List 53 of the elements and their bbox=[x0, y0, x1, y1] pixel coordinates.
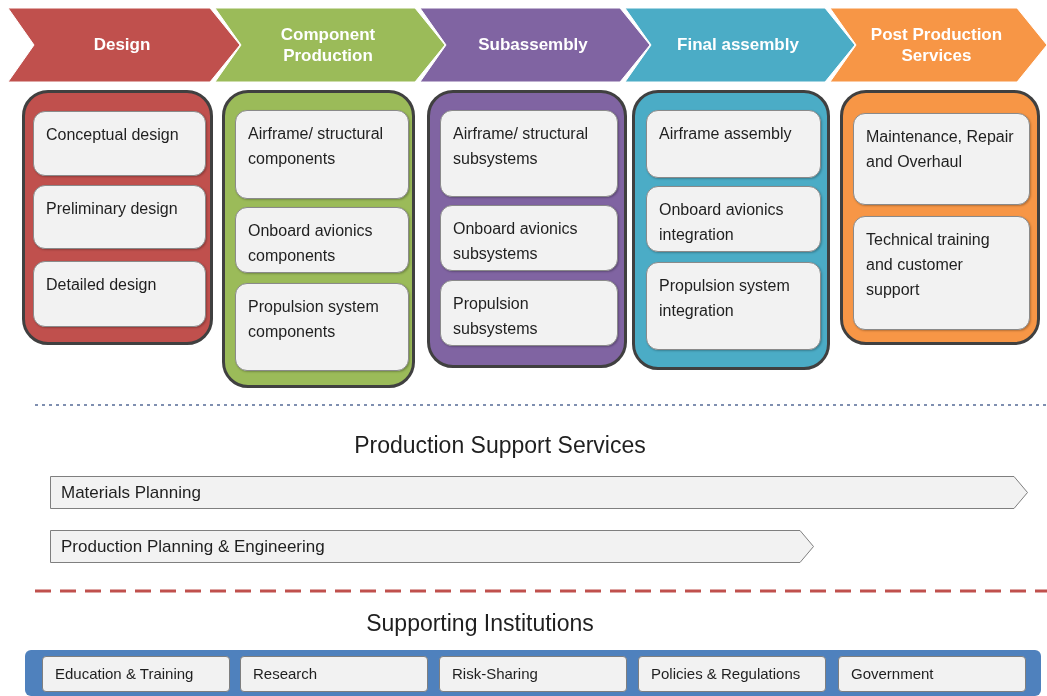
step-box bbox=[33, 111, 206, 176]
institution-box bbox=[838, 656, 1026, 692]
node-text: Post Production Services bbox=[869, 23, 1004, 67]
node-text: Airframe assembly bbox=[659, 125, 792, 142]
step-box bbox=[235, 110, 409, 199]
node-text: Final assembly bbox=[677, 34, 799, 56]
step-box bbox=[440, 280, 618, 346]
step-box bbox=[235, 283, 409, 371]
section-heading: Supporting Institutions bbox=[366, 610, 594, 636]
institution-box bbox=[439, 656, 627, 692]
node-text: Maintenance, Repair and Overhaul bbox=[866, 128, 1014, 170]
node-text: Production Planning & Engineering bbox=[61, 535, 325, 558]
institution-box bbox=[240, 656, 428, 692]
node-text: Risk-Sharing bbox=[452, 664, 538, 682]
node-text: Airframe/ structural components bbox=[248, 125, 384, 167]
institutions-band bbox=[25, 650, 1041, 696]
node-text: Propulsion system components bbox=[248, 298, 379, 340]
node-text: Government bbox=[851, 664, 934, 682]
institution-box bbox=[638, 656, 826, 692]
node-text: Education & Training bbox=[55, 664, 194, 682]
institution-box bbox=[42, 656, 230, 692]
node-text: Detailed design bbox=[46, 276, 157, 293]
node-text: Technical training and customer support bbox=[866, 231, 990, 298]
node-text: Conceptual design bbox=[46, 126, 179, 143]
node-text: Design bbox=[93, 34, 151, 56]
column-panel bbox=[427, 90, 627, 368]
step-box bbox=[646, 110, 821, 178]
node-text: Materials Planning bbox=[61, 481, 201, 504]
node-text: Research bbox=[253, 664, 318, 682]
column-panel bbox=[840, 90, 1040, 345]
node-text: Onboard avionics subsystems bbox=[453, 220, 578, 262]
section-heading: Production Support Services bbox=[354, 432, 646, 458]
step-box bbox=[235, 207, 409, 273]
node-text: Airframe/ structural subsystems bbox=[453, 125, 589, 167]
column-panel bbox=[632, 90, 830, 370]
step-box bbox=[33, 261, 206, 327]
node-text: Preliminary design bbox=[46, 200, 178, 217]
node-text: Propulsion system integration bbox=[659, 277, 790, 319]
node-text: Onboard avionics integration bbox=[659, 201, 784, 243]
node-text: Component Production bbox=[279, 23, 377, 67]
step-box bbox=[440, 110, 618, 197]
step-box bbox=[853, 113, 1030, 205]
node-text: Policies & Regulations bbox=[651, 664, 801, 682]
step-box bbox=[33, 185, 206, 249]
column-panel bbox=[22, 90, 213, 345]
step-box bbox=[646, 262, 821, 350]
node-text: Propulsion subsystems bbox=[453, 295, 538, 337]
node-text: Subassembly bbox=[478, 34, 588, 56]
column-panel bbox=[222, 90, 415, 388]
step-box bbox=[646, 186, 821, 252]
step-box bbox=[440, 205, 618, 271]
node-text: Onboard avionics components bbox=[248, 222, 373, 264]
step-box bbox=[853, 216, 1030, 330]
